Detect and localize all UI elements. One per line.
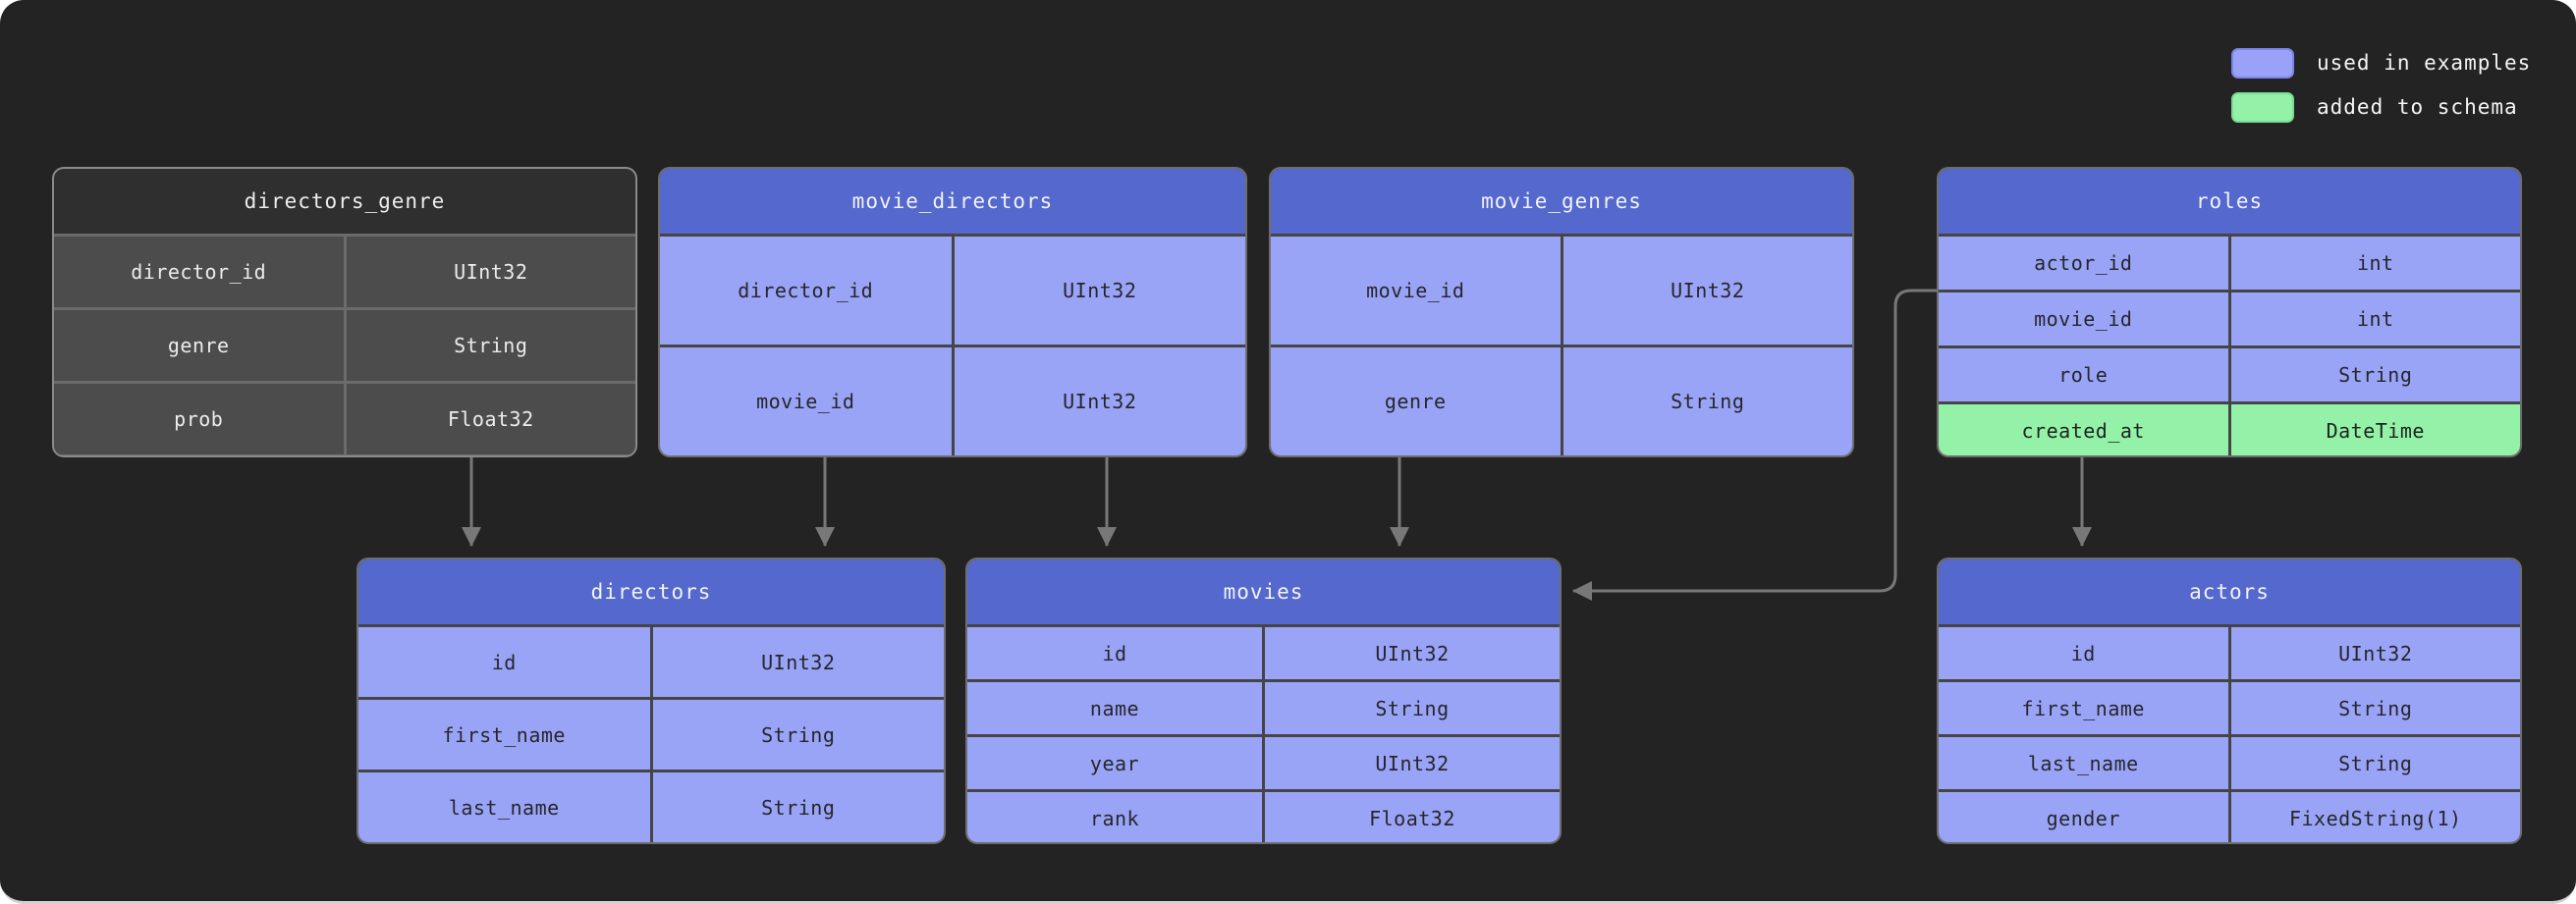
column-type: int <box>2230 292 2520 346</box>
column-type: FixedString(1) <box>2230 792 2520 842</box>
column-field: director_id <box>54 237 344 307</box>
column-type: String <box>2230 682 2520 734</box>
column-type: String <box>1265 682 1560 734</box>
table-title: actors <box>1939 559 2520 624</box>
column-field: prob <box>54 384 344 454</box>
column-field: last_name <box>1939 737 2228 789</box>
column-field: movie_id <box>660 347 952 455</box>
table-title: movie_directors <box>660 169 1245 234</box>
column-type: UInt32 <box>652 627 944 697</box>
legend-label: added to schema <box>2317 95 2518 119</box>
column-type: UInt32 <box>954 237 1245 345</box>
column-type: int <box>2230 237 2520 290</box>
table-title: directors_genre <box>54 169 635 234</box>
column-field: actor_id <box>1939 237 2228 290</box>
column-type: String <box>652 772 944 842</box>
legend-swatch-blue <box>2231 47 2294 79</box>
column-field: id <box>358 627 650 697</box>
column-field: name <box>967 682 1262 734</box>
legend: used in examples added to schema <box>2231 47 2531 123</box>
legend-item-added-to-schema: added to schema <box>2231 91 2531 123</box>
column-type: UInt32 <box>1265 627 1560 679</box>
column-type: UInt32 <box>346 237 635 307</box>
column-type: UInt32 <box>954 347 1245 455</box>
table-title: movie_genres <box>1271 169 1852 234</box>
legend-label: used in examples <box>2317 51 2532 75</box>
column-type: DateTime <box>2230 404 2520 455</box>
column-type: String <box>2230 737 2520 789</box>
column-field: created_at <box>1939 404 2228 455</box>
column-field: genre <box>1271 347 1561 455</box>
column-type: String <box>652 700 944 770</box>
table-title: movies <box>967 559 1560 624</box>
column-field: director_id <box>660 237 952 345</box>
column-field: year <box>967 737 1262 789</box>
legend-item-used-in-examples: used in examples <box>2231 47 2531 79</box>
column-field: genre <box>54 310 344 381</box>
column-type: Float32 <box>1265 792 1560 842</box>
column-field: first_name <box>358 700 650 770</box>
column-field: movie_id <box>1271 237 1561 345</box>
column-field: gender <box>1939 792 2228 842</box>
column-type: Float32 <box>346 384 635 454</box>
column-type: String <box>346 310 635 381</box>
column-type: UInt32 <box>2230 627 2520 679</box>
column-field: rank <box>967 792 1262 842</box>
column-type: String <box>1562 347 1852 455</box>
column-type: UInt32 <box>1562 237 1852 345</box>
column-field: first_name <box>1939 682 2228 734</box>
column-field: role <box>1939 348 2228 401</box>
column-field: id <box>1939 627 2228 679</box>
table-title: roles <box>1939 169 2520 234</box>
legend-swatch-green <box>2231 91 2294 123</box>
column-type: UInt32 <box>1265 737 1560 789</box>
column-type: String <box>2230 348 2520 401</box>
column-field: id <box>967 627 1262 679</box>
column-field: movie_id <box>1939 292 2228 346</box>
table-title: directors <box>358 559 944 624</box>
column-field: last_name <box>358 772 650 842</box>
